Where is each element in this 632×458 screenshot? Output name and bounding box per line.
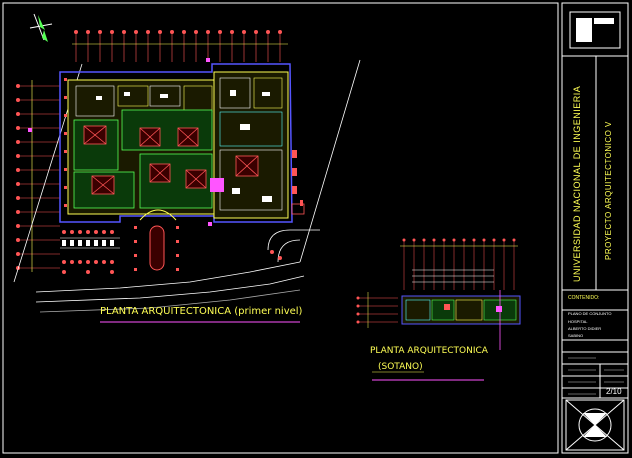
axis-bubbles-top bbox=[74, 30, 282, 34]
axis-grid-left bbox=[18, 80, 60, 272]
project-line-3: SABINO bbox=[568, 333, 584, 338]
north-arrow-icon bbox=[29, 13, 53, 42]
title-block-frame bbox=[561, 2, 629, 454]
sotano-axis-grid bbox=[358, 240, 518, 328]
contenido-value: PLANO DE CONJUNTO bbox=[568, 311, 612, 316]
main-building-plan bbox=[59, 63, 293, 223]
course-name: PROYECTO ARQUITECTONICO V bbox=[604, 121, 613, 260]
sotano-axis-bubbles bbox=[356, 238, 516, 324]
perimeter-columns bbox=[64, 78, 303, 207]
university-name: UNIVERSIDAD NACIONAL DE INGENIERIA bbox=[572, 85, 582, 282]
footer-logo-icon bbox=[565, 399, 625, 451]
sheet-number: 2/10 bbox=[606, 387, 622, 396]
axis-grid-top bbox=[72, 32, 288, 62]
sotano-ramp bbox=[412, 269, 494, 283]
sotano-subtitle: (SOTANO) bbox=[378, 362, 423, 372]
primer-nivel-title: PLANTA ARQUITECTONICA (primer nivel) bbox=[100, 306, 303, 317]
axis-bubbles-left bbox=[16, 84, 20, 270]
project-line-2: ALBERTO DIDIER bbox=[568, 326, 602, 331]
sotano-building-plan bbox=[401, 295, 521, 325]
project-line-1: HOSPITAL bbox=[568, 319, 588, 324]
site-boundary bbox=[13, 59, 361, 313]
university-logo-icon bbox=[569, 11, 621, 49]
contenido-label: CONTENIDO: bbox=[568, 295, 600, 301]
parking-area bbox=[60, 230, 120, 274]
sotano-title: PLANTA ARQUITECTONICA bbox=[370, 346, 488, 356]
main-entrance bbox=[134, 209, 179, 271]
